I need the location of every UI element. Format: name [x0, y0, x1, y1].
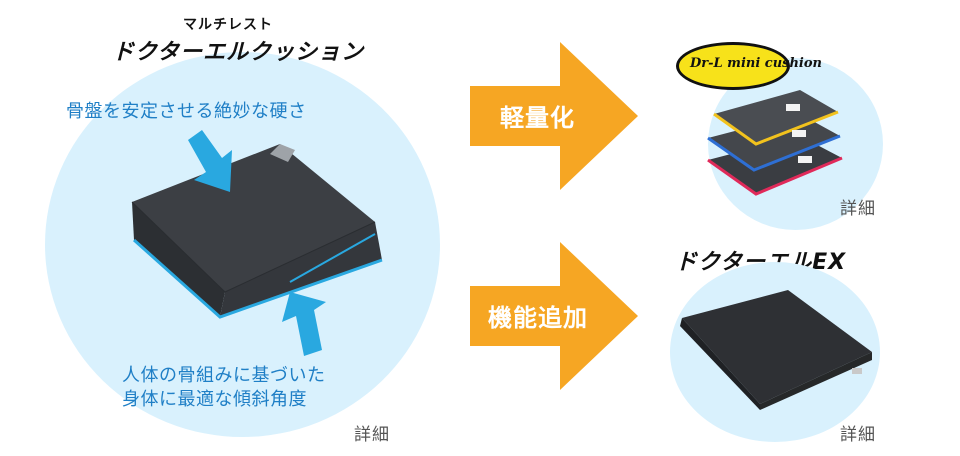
feature-arrow-up-icon	[282, 292, 326, 356]
arrow-label-feature-add: 機能追加	[488, 304, 588, 332]
main-product-detail-link[interactable]: 詳細	[354, 425, 390, 445]
arrow-lightweight: 軽量化	[470, 42, 640, 190]
main-product-subtitle: マルチレスト	[183, 17, 273, 33]
mini-cushion-stack-image	[707, 90, 843, 196]
ex-product-detail-link[interactable]: 詳細	[840, 425, 876, 445]
mini-product-detail-link[interactable]: 詳細	[840, 199, 876, 219]
feature-angle-text-line2: 身体に最適な傾斜角度	[122, 389, 307, 410]
feature-angle-text-line1: 人体の骨組みに基づいた	[122, 365, 326, 386]
arrow-label-lightweight: 軽量化	[500, 104, 575, 132]
arrow-feature-add: 機能追加	[470, 242, 640, 390]
mini-logo-text: Dr-L mini cushion	[690, 56, 822, 71]
feature-arrow-down-icon	[188, 130, 232, 192]
ex-cushion-image	[680, 290, 872, 410]
wedge-cushion-image	[131, 144, 383, 319]
feature-firmness-text: 骨盤を安定させる絶妙な硬さ	[66, 101, 307, 122]
orange-arrow-icon	[470, 242, 638, 390]
mini-logo-oval	[676, 42, 790, 90]
orange-arrow-icon	[470, 42, 638, 190]
main-product-title: ドクターエルクッション	[112, 40, 365, 65]
